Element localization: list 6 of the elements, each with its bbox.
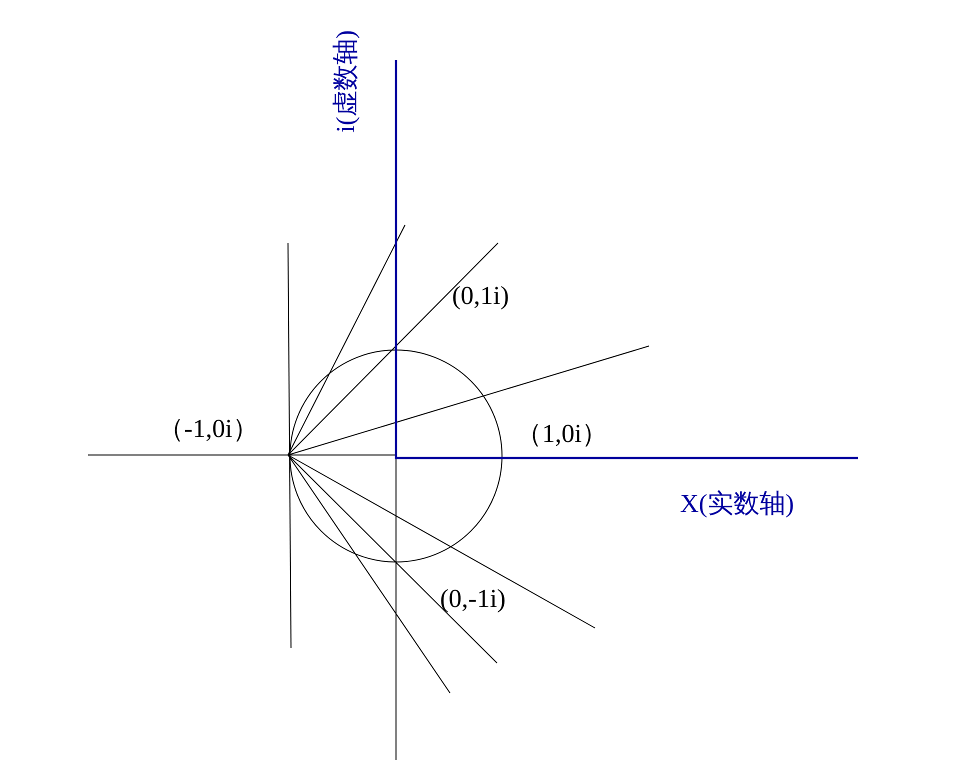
- point-label: （1,0i）: [516, 420, 608, 449]
- axis-label: X(实数轴): [680, 490, 794, 519]
- point-label: （-1,0i）: [158, 415, 258, 444]
- point-label: (0,-1i): [440, 585, 506, 614]
- axis-label: i(虚数轴): [332, 30, 361, 133]
- point-label: (0,1i): [452, 282, 510, 311]
